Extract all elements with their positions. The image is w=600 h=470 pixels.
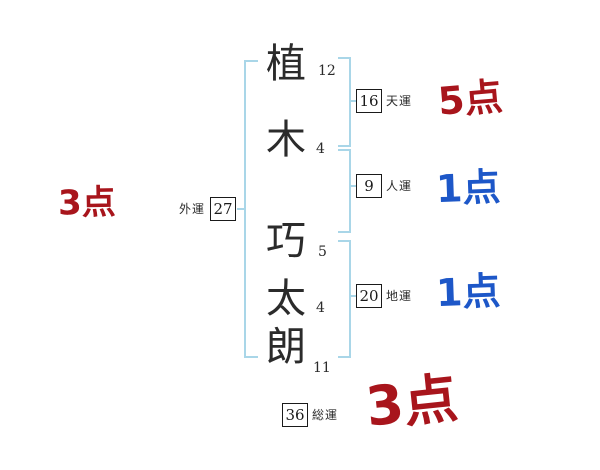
stroke-count: 5 [318,244,327,260]
name-char: 朗 [266,324,306,370]
chiun-value-box: 20 [356,284,382,308]
tenun-value-box: 16 [356,89,382,113]
stroke-count: 11 [313,360,331,376]
tenun-score: 5点 [436,74,505,124]
soun-score: 3点 [362,366,461,439]
jinun-score: 1点 [435,164,502,212]
chiun-value: 20 [359,287,379,305]
jinun-label: 人運 [386,179,413,193]
soun-value-box: 36 [282,403,308,427]
gaiun-score: 3点 [57,182,117,224]
soun-value: 36 [285,406,305,424]
soun-label: 総運 [312,408,339,422]
gaiun-value-box: 27 [210,197,236,221]
stroke-count: 4 [316,300,325,316]
name-char: 木 [266,117,306,163]
chiun-score: 1点 [435,268,502,316]
gaiun-value: 27 [213,200,233,218]
gaiun-bracket [244,60,258,358]
jinun-value-box: 9 [356,174,382,198]
stroke-count: 4 [316,141,325,157]
tenun-value: 16 [359,92,379,110]
tenun-label: 天運 [386,94,413,108]
name-char: 植 [266,41,306,87]
chiun-label: 地運 [386,289,413,303]
jinun-bracket [338,149,351,233]
chiun-bracket [338,240,351,358]
name-char: 太 [266,276,306,322]
stroke-count: 12 [318,63,336,79]
name-char: 巧 [266,218,306,264]
gaiun-label: 外運 [179,202,206,216]
jinun-value: 9 [364,177,374,195]
tenun-bracket [338,57,351,147]
